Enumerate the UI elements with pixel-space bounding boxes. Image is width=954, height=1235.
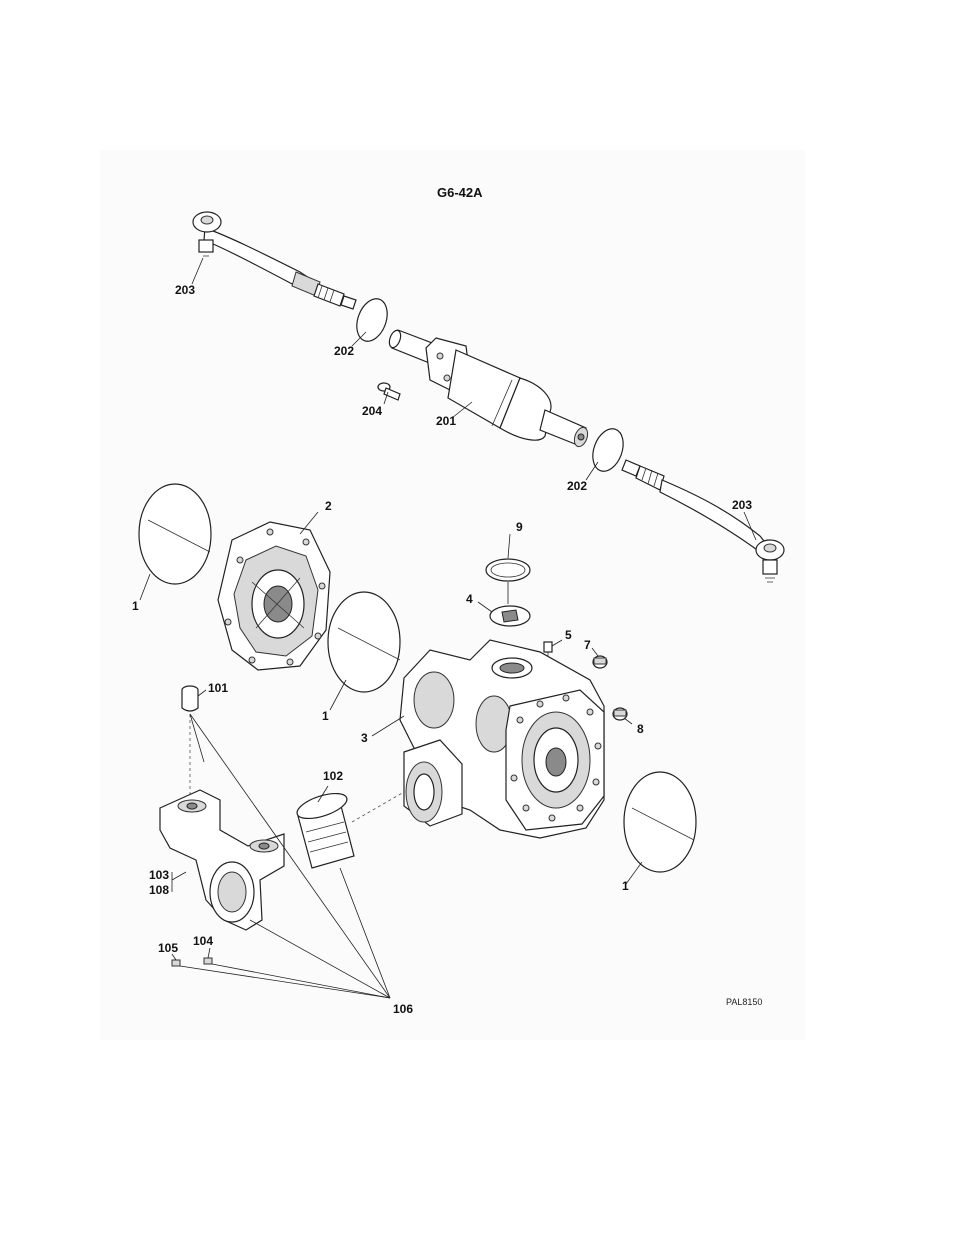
seal-ring-1-middle [327, 591, 401, 693]
callout-2: 2 [325, 499, 332, 513]
plug-8 [612, 707, 628, 721]
callout-1-right: 1 [622, 879, 629, 893]
callout-108: 108 [149, 883, 169, 897]
callout-203-lower: 203 [732, 498, 752, 512]
callout-202-lower: 202 [567, 479, 587, 493]
callout-labels: 203 202 204 201 202 203 2 1 9 4 5 7 101 … [132, 283, 752, 1016]
seal-ring-lower [592, 428, 624, 472]
callout-1-left: 1 [132, 599, 139, 613]
cover-plate-2 [217, 521, 331, 671]
plug-7 [592, 655, 608, 669]
snap-ring-9 [485, 558, 531, 582]
callout-9: 9 [516, 520, 523, 534]
nut-105 [171, 959, 181, 967]
callout-3: 3 [361, 731, 368, 745]
callout-106: 106 [393, 1002, 413, 1016]
callout-5: 5 [565, 628, 572, 642]
callout-202-upper: 202 [334, 344, 354, 358]
bolt-204 [377, 382, 401, 401]
bushing-101 [181, 685, 199, 712]
lower-yoke-103 [159, 789, 285, 931]
bearing-102 [296, 792, 355, 869]
callout-105: 105 [158, 941, 178, 955]
callout-204: 204 [362, 404, 382, 418]
callout-4: 4 [466, 592, 473, 606]
leader-lines [139, 257, 757, 999]
tie-rod-left [192, 211, 357, 310]
washer-104 [203, 957, 213, 965]
callout-201: 201 [436, 414, 456, 428]
steering-cylinder [388, 329, 589, 448]
callout-102: 102 [323, 769, 343, 783]
callout-1-middle: 1 [322, 709, 329, 723]
callout-101: 101 [208, 681, 228, 695]
callout-203-upper: 203 [175, 283, 195, 297]
seal-ring-upper [356, 298, 388, 342]
tie-rod-right [621, 459, 785, 583]
callout-8: 8 [637, 722, 644, 736]
seal-ring-1-right [623, 771, 697, 873]
callout-7: 7 [584, 638, 591, 652]
plug-4 [489, 605, 531, 627]
drawing-code: PAL8150 [726, 997, 762, 1007]
axle-housing-3 [399, 639, 605, 839]
callout-104: 104 [193, 934, 213, 948]
seal-ring-1-left [138, 483, 212, 585]
callout-103: 103 [149, 868, 169, 882]
figure-title: G6-42A [437, 185, 483, 200]
